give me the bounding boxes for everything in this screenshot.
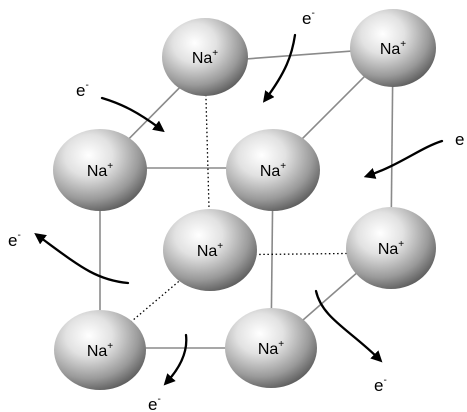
svg-text:Na+: Na+ bbox=[197, 241, 223, 260]
ion-symbol: Na bbox=[260, 163, 281, 180]
svg-text:Na+: Na+ bbox=[380, 39, 406, 58]
ion-sphere bbox=[53, 129, 147, 211]
ion-back-top-left: Na+ bbox=[162, 18, 248, 96]
ion-sphere bbox=[54, 310, 146, 390]
electron-label: e bbox=[455, 130, 464, 149]
ion-front-top-right: Na+ bbox=[226, 129, 320, 211]
svg-text:Na+: Na+ bbox=[258, 339, 284, 358]
electron-label: e- bbox=[8, 230, 21, 250]
hidden-edges bbox=[99, 61, 392, 349]
svg-text:Na+: Na+ bbox=[378, 239, 404, 258]
electron-path-arrow bbox=[34, 232, 130, 285]
electron-label: e- bbox=[148, 394, 161, 412]
svg-text:Na+: Na+ bbox=[87, 341, 113, 360]
ion-symbol: Na bbox=[380, 41, 401, 58]
ion-charge: + bbox=[280, 161, 286, 172]
ion-front-bottom-right: Na+ bbox=[225, 308, 317, 388]
electron-path-arrow bbox=[262, 33, 297, 103]
ion-sphere bbox=[226, 129, 320, 211]
electron-arrows bbox=[34, 33, 444, 386]
ion-front-top-left: Na+ bbox=[53, 129, 147, 211]
ion-sphere bbox=[163, 209, 257, 291]
ion-sphere bbox=[350, 9, 436, 87]
ion-charge: + bbox=[278, 339, 284, 350]
ion-symbol: Na bbox=[378, 241, 399, 258]
ion-symbol: Na bbox=[197, 243, 218, 260]
electron-path-arrow bbox=[100, 96, 165, 133]
electron-label: e- bbox=[302, 8, 315, 28]
svg-text:Na+: Na+ bbox=[192, 48, 218, 67]
ion-symbol: Na bbox=[87, 343, 108, 360]
ion-symbol: Na bbox=[87, 163, 108, 180]
electron-path-arrow bbox=[314, 289, 383, 363]
ion-charge: + bbox=[107, 341, 113, 352]
ion-symbol: Na bbox=[258, 341, 279, 358]
ion-charge: + bbox=[107, 161, 113, 172]
ion-charge: + bbox=[217, 241, 223, 252]
ion-sphere bbox=[225, 308, 317, 388]
electron-path-arrow bbox=[163, 333, 188, 386]
ion-charge: + bbox=[212, 48, 218, 59]
ion-back-bottom-right: Na+ bbox=[346, 207, 436, 289]
ion-charge: + bbox=[400, 39, 406, 50]
ion-charge: + bbox=[398, 239, 404, 250]
ion-back-bottom-left: Na+ bbox=[163, 209, 257, 291]
svg-text:Na+: Na+ bbox=[87, 161, 113, 180]
electron-path-arrow bbox=[363, 139, 444, 179]
svg-text:Na+: Na+ bbox=[260, 161, 286, 180]
ion-front-bottom-left: Na+ bbox=[54, 310, 146, 390]
ion-sphere bbox=[346, 207, 436, 289]
electron-label: e- bbox=[374, 375, 387, 395]
ion-symbol: Na bbox=[192, 50, 213, 67]
electron-label: e- bbox=[76, 80, 89, 100]
ion-sphere bbox=[162, 18, 248, 96]
ion-back-top-right: Na+ bbox=[350, 9, 436, 87]
